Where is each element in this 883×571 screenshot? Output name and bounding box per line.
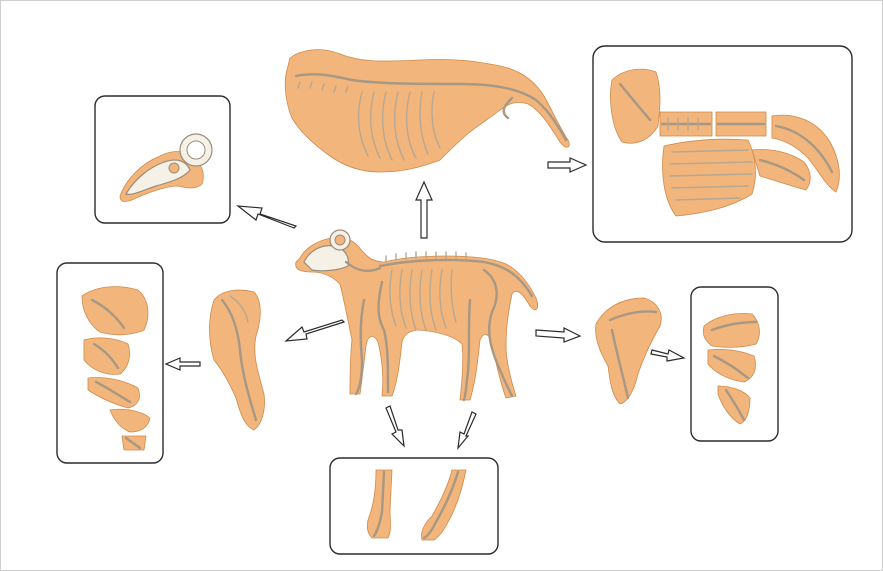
arrow-to-hindleg-pieces bbox=[651, 350, 684, 361]
arrow-to-head bbox=[238, 206, 296, 228]
arrow-to-hindleg bbox=[536, 328, 580, 342]
foreleg bbox=[210, 290, 265, 430]
arrow-to-trunk-pieces bbox=[548, 158, 586, 172]
arrow-to-lower-legs-left bbox=[386, 406, 404, 446]
arrow-to-trunk bbox=[416, 182, 432, 238]
whole-sheep-skeleton bbox=[296, 230, 538, 400]
arrow-to-foreleg bbox=[286, 320, 344, 341]
lower-legs-panel bbox=[330, 458, 498, 554]
trunk bbox=[285, 50, 569, 172]
arrow-to-foreleg-pieces bbox=[166, 358, 200, 370]
arrow-to-lower-legs-right bbox=[458, 412, 476, 448]
